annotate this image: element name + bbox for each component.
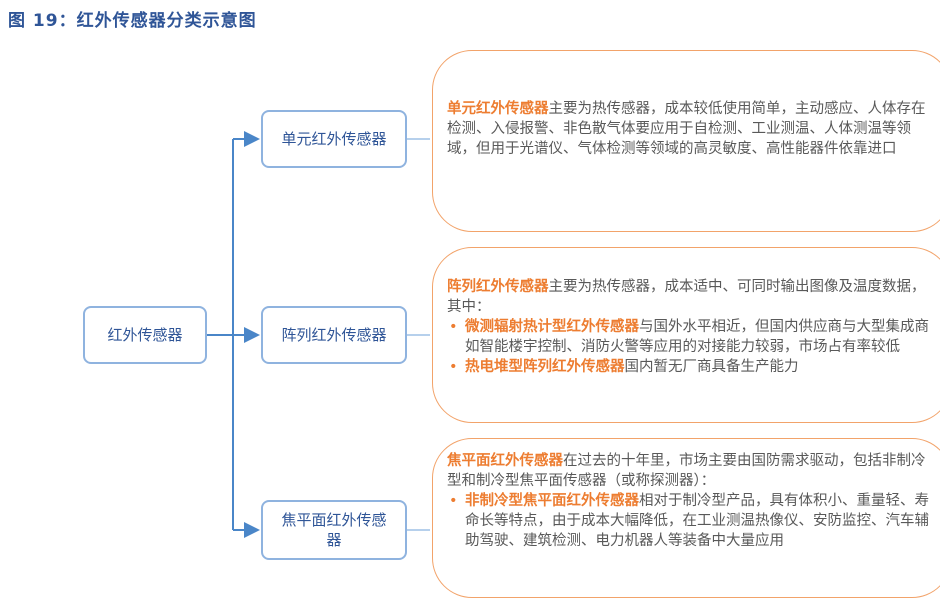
description-box-focal-plane: 焦平面红外传感器在过去的十年里，市场主要由国防需求驱动，包括非制冷型和制冷型焦平… xyxy=(432,438,940,598)
description-bullet-list: 微测辐射热计型红外传感器与国外水平相近，但国内供应商与大型集成商如智能楼宇控制、… xyxy=(447,317,933,377)
bullet-highlight: 微测辐射热计型红外传感器 xyxy=(465,319,639,335)
branch-node-focal-plane: 焦平面红外传感器 xyxy=(261,500,407,560)
bullet-highlight: 热电堆型阵列红外传感器 xyxy=(465,359,625,375)
branch-node-single-element: 单元红外传感器 xyxy=(261,110,407,168)
description-bullet: 微测辐射热计型红外传感器与国外水平相近，但国内供应商与大型集成商如智能楼宇控制、… xyxy=(447,317,933,357)
description-box-single-element: 单元红外传感器主要为热传感器，成本较低使用简单，主动感应、人体存在检测、入侵报警… xyxy=(432,50,940,232)
description-bullet-list: 非制冷型焦平面红外传感器相对于制冷型产品，具有体积小、重量轻、寿命长等特点，由于… xyxy=(447,491,933,551)
figure-title: 图 19：红外传感器分类示意图 xyxy=(8,11,257,31)
root-node: 红外传感器 xyxy=(83,306,207,364)
description-text: 在过去的十年里，市场主要由国防需求驱动，包括非制冷型和制冷型焦平面传感器（或称探… xyxy=(447,453,926,489)
description-bullet: 非制冷型焦平面红外传感器相对于制冷型产品，具有体积小、重量轻、寿命长等特点，由于… xyxy=(447,491,933,551)
bullet-highlight: 非制冷型焦平面红外传感器 xyxy=(465,493,639,509)
bullet-text: 国内暂无厂商具备生产能力 xyxy=(624,359,799,375)
description-text: 主要为热传感器，成本适中、可同时输出图像及温度数据，其中： xyxy=(447,279,926,315)
description-highlight: 单元红外传感器 xyxy=(447,101,549,117)
connector-lines xyxy=(206,131,430,538)
description-box-array: 阵列红外传感器主要为热传感器，成本适中、可同时输出图像及温度数据，其中： 微测辐… xyxy=(432,247,940,423)
bullet-text: 与国外水平相近，但国内供应商与大型集成商如智能楼宇控制、消防火警等应用的对接能力… xyxy=(465,319,929,355)
description-highlight: 阵列红外传感器 xyxy=(447,279,549,295)
description-bullet: 热电堆型阵列红外传感器国内暂无厂商具备生产能力 xyxy=(447,357,933,377)
bullet-text: 相对于制冷型产品，具有体积小、重量轻、寿命长等特点，由于成本大幅降低，在工业测温… xyxy=(465,493,929,549)
description-text: 主要为热传感器，成本较低使用简单，主动感应、人体存在检测、入侵报警、非色散气体要… xyxy=(447,101,926,157)
description-highlight: 焦平面红外传感器 xyxy=(447,453,563,469)
branch-node-array: 阵列红外传感器 xyxy=(261,306,407,364)
